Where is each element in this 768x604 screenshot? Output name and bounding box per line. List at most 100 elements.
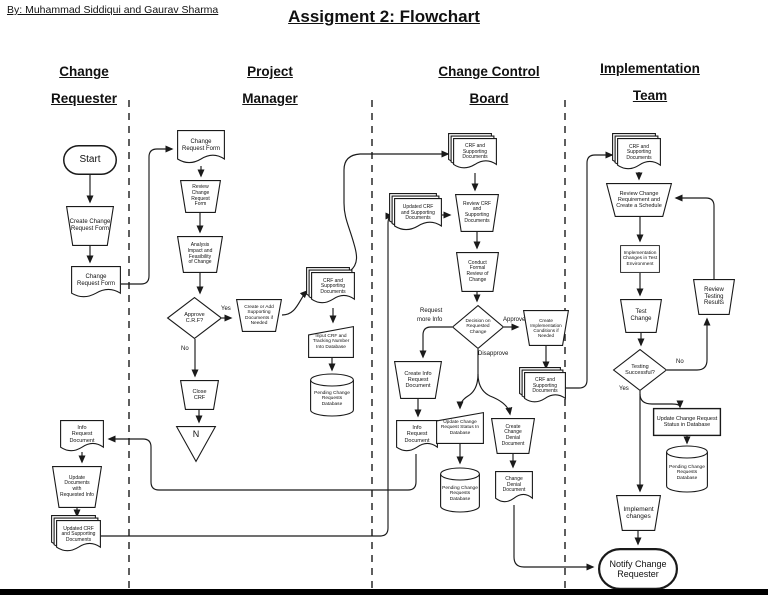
ccb-pending-db-label: Pending Change Requests Database	[442, 485, 478, 502]
pm-input-crf-db-shape	[308, 325, 354, 358]
pm-n-connector-shape	[175, 426, 217, 463]
it-notify-requester-label: Notify Change Requester	[609, 558, 667, 579]
author-byline: By: Muhammad Siddiqui and Gaurav Sharma	[7, 4, 219, 16]
ccb-decision: Decision on Requested Change	[451, 304, 505, 350]
ccb-create-info-request-label: Create Info Request Document	[404, 370, 432, 390]
connector-11	[343, 150, 450, 272]
ccb-crf-docs-bottom-shape	[519, 367, 566, 403]
pm-crf-supporting-docs: CRF and Supporting Documents	[306, 267, 355, 306]
it-test-change-shape	[619, 299, 663, 333]
it-testing-decision-label: Testing Successful?	[625, 363, 655, 376]
ccb-crf-docs-top: CRF and Supporting Documents	[448, 133, 497, 171]
pm-pending-db-shape	[310, 373, 354, 417]
label-request-more-1: Request	[420, 308, 443, 314]
pm-analysis-impact-label: Analysis Impact and Feasibility of Chang…	[187, 242, 213, 266]
pm-pending-db-label: Pending Change Requests Database	[314, 390, 350, 407]
it-implement-changes-shape	[615, 495, 662, 531]
pm-close-crf: Close CRF	[179, 380, 220, 410]
page-title: Assigment 2: Flowchart	[288, 7, 480, 26]
it-review-schedule-label: Review Change Requirement and Create a S…	[616, 190, 662, 210]
lane-change-control-board: Change Control Board	[438, 64, 540, 106]
pm-create-supporting-docs: Create or Add Supporting Documents if Ne…	[235, 299, 283, 332]
ccb-formal-review-shape	[455, 252, 500, 292]
connector-29	[513, 505, 595, 571]
cr-change-request-form-label: Change Request Form	[76, 273, 115, 287]
pm-change-request-form-label: Change Request Form	[181, 138, 220, 152]
it-notify-requester-shape	[598, 548, 679, 590]
it-review-testing-results: Review Testing Results	[692, 279, 736, 315]
connector-18	[419, 326, 452, 359]
ccb-pending-db-shape	[440, 467, 480, 513]
cr-update-documents-shape	[51, 466, 103, 508]
ccb-info-request-document: Info Request Document	[396, 420, 438, 454]
ccb-create-impl-conditions: Create Implementation Conditions if Need…	[522, 310, 570, 346]
pm-input-crf-db: Input CRF and Tracking Number Into Datab…	[308, 325, 354, 358]
cr-updated-crf-docs-label: Updated CRF and Supporting Documents	[61, 525, 96, 543]
lane-change-requester: Change Requester	[50, 64, 118, 106]
pm-change-request-form-shape	[177, 130, 225, 164]
it-crf-docs-shape	[612, 133, 661, 170]
label-no-it: No	[676, 359, 684, 365]
it-testing-decision: Testing Successful?	[612, 348, 668, 392]
it-pending-db: Pending Change Requests Database	[666, 445, 708, 493]
it-crf-docs: CRF and Supporting Documents	[612, 133, 661, 172]
pm-close-crf-label: Close CRF	[192, 388, 207, 401]
pm-crf-supporting-docs-label: CRF and Supporting Documents	[320, 277, 346, 295]
ccb-updated-crf-docs-label: Updated CRF and Supporting Documents	[401, 204, 435, 222]
start-terminator: Start	[63, 145, 117, 175]
ccb-updated-crf-docs: Updated CRF and Supporting Documents	[389, 193, 442, 233]
connector-23	[566, 151, 614, 389]
pm-pending-db: Pending Change Requests Database	[310, 373, 354, 417]
it-review-testing-results-shape	[692, 279, 736, 315]
connector-37	[639, 393, 684, 409]
label-disapprove: Disapprove	[478, 351, 509, 357]
ccb-denial-document-label: Change Denial Document	[502, 476, 526, 494]
pm-crf-supporting-docs-shape	[306, 267, 355, 304]
ccb-create-impl-conditions-label: Create Implementation Conditions if Need…	[530, 317, 562, 339]
it-update-status-db: Update Change Request Status in Database	[652, 407, 722, 437]
pm-create-supporting-docs-shape	[235, 299, 283, 332]
ccb-info-request-document-shape	[396, 420, 438, 452]
ccb-denial-document-shape	[495, 471, 533, 503]
cr-updated-crf-docs: Updated CRF and Supporting Documents	[51, 515, 101, 554]
it-crf-docs-label: CRF and Supporting Documents	[626, 143, 652, 161]
it-pending-db-label: Pending Change Requests Database	[669, 464, 705, 481]
ccb-review-crf-docs: Review CRF and Supporting Documents	[454, 194, 500, 232]
it-test-change: Test Change	[619, 299, 663, 333]
ccb-formal-review-label: Conduct Formal Review of Change	[466, 259, 489, 283]
ccb-decision-label: Decision on Requested Change	[465, 318, 491, 335]
cr-info-request-document-label: Info Request Document	[69, 425, 95, 444]
cr-change-request-form-shape	[71, 266, 121, 298]
it-implement-changes-label: Implement changes	[623, 505, 654, 520]
pm-review-crf-label: Review Change Request Form	[191, 184, 210, 208]
it-review-schedule-shape	[605, 183, 673, 217]
ccb-update-status-db-label: Update Change Request Status In Database	[440, 419, 480, 436]
it-notify-requester: Notify Change Requester	[598, 548, 679, 590]
label-yes-pm: Yes	[221, 306, 231, 312]
pm-n-connector-label: N	[192, 429, 200, 439]
ccb-decision-shape	[451, 304, 505, 350]
ccb-create-info-request-shape	[393, 361, 443, 399]
it-pending-db-shape	[666, 445, 708, 493]
pm-approve-decision-shape	[166, 296, 223, 340]
it-implement-changes: Implement changes	[615, 495, 662, 531]
pm-analysis-impact-shape	[176, 236, 224, 273]
label-request-more-2: more Info	[417, 317, 443, 323]
ccb-review-crf-docs-label: Review CRF and Supporting Documents	[462, 200, 492, 224]
pm-review-crf: Review Change Request Form	[179, 180, 222, 213]
cr-create-change-request-form-label: Create Change Request Form	[69, 219, 111, 232]
pm-n-connector: N	[175, 426, 217, 463]
bottom-border-bar	[0, 589, 768, 595]
cr-create-change-request-form: Create Change Request Form	[65, 206, 115, 246]
ccb-crf-docs-bottom: CRF and Supporting Documents	[519, 367, 566, 405]
cr-info-request-document-shape	[60, 420, 104, 452]
connector-34	[667, 317, 711, 371]
connector-10	[281, 289, 309, 316]
it-impl-test-env: Implementation Changes in Test Environme…	[620, 245, 660, 273]
it-review-testing-results-label: Review Testing Results	[703, 286, 724, 307]
connector-35	[674, 194, 715, 279]
connector-26	[477, 373, 513, 416]
ccb-updated-crf-docs-shape	[389, 193, 442, 231]
start-terminator-label: Start	[79, 154, 101, 166]
it-impl-test-env-shape	[620, 245, 660, 273]
